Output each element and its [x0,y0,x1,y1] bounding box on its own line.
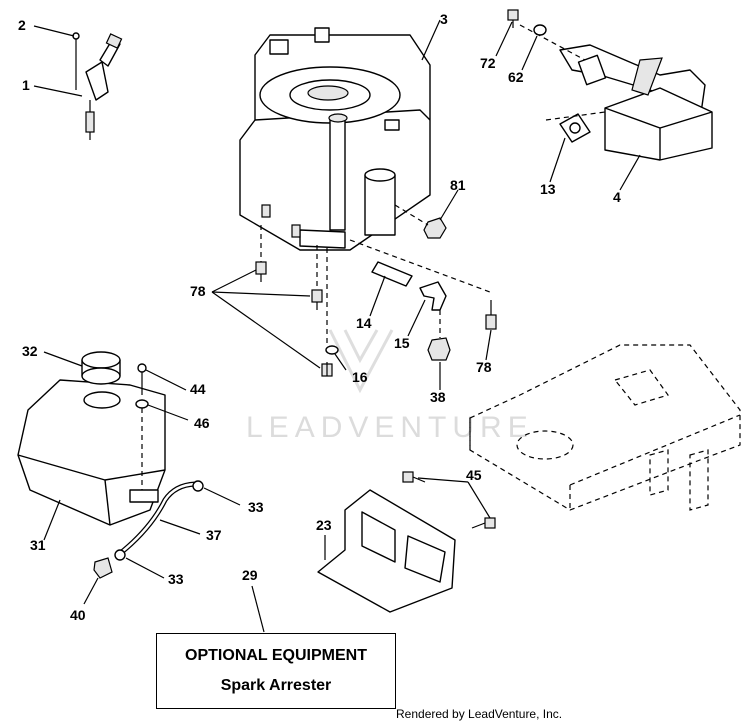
callout-33-lower: 33 [168,571,184,587]
tank-screw-icon [137,363,147,395]
bolt-icon [507,9,519,28]
optional-equipment-title: OPTIONAL EQUIPMENT [185,647,367,664]
callout-37: 37 [206,527,222,543]
muffler-icon [559,44,713,161]
callout-38: 38 [430,389,446,405]
engine-icon [239,27,431,251]
engine-bolts-icon [255,261,497,377]
optional-equipment-box: OPTIONAL EQUIPMENT Spark Arrester [156,633,396,709]
drain-nut-icon [427,337,451,361]
callout-14: 14 [356,315,372,331]
assembly-lines [260,24,606,345]
fuel-cap-icon [81,351,121,385]
callout-78-right: 78 [476,359,492,375]
callout-40: 40 [70,607,86,623]
spacer-washer-icon [325,345,339,355]
heat-shield-icon [317,489,456,613]
callout-2: 2 [18,17,26,33]
optional-equipment-item: Spark Arrester [220,677,332,694]
callout-29: 29 [242,567,258,583]
callout-62: 62 [508,69,524,85]
callout-labels: 2 1 3 4 13 81 72 62 78 14 15 16 38 78 32… [18,11,621,623]
callout-16: 16 [352,369,368,385]
callout-45: 45 [466,467,482,483]
elbow-icon [419,281,447,311]
watermark-logo-icon [328,329,394,394]
callout-31: 31 [30,537,46,553]
render-credit: Rendered by LeadVenture, Inc. [396,707,563,721]
callout-33-upper: 33 [248,499,264,515]
callout-23: 23 [316,517,332,533]
hose-clamp-icon [114,480,204,561]
callout-15: 15 [394,335,410,351]
callout-46: 46 [194,415,210,431]
shutoff-valve-icon [93,557,113,579]
callout-4: 4 [613,189,621,205]
leader-lines [33,19,641,633]
callout-13: 13 [540,181,556,197]
callout-78-left: 78 [190,283,206,299]
washer-icon [533,24,547,36]
watermark-text: LEADVENTURE [246,411,534,444]
fitting-icon [371,261,413,287]
callout-72: 72 [480,55,496,71]
callout-81: 81 [450,177,466,193]
fuel-line-icon [116,481,196,557]
tank-washer-icon [135,399,149,409]
callout-32: 32 [22,343,38,359]
throttle-control-icon [72,32,123,140]
nut-icon [423,217,447,239]
gasket-icon [559,113,591,143]
watermark: LEADVENTURE [246,329,534,444]
callout-1: 1 [22,77,30,93]
frame-icon [469,344,741,511]
callout-44: 44 [190,381,206,397]
callout-3: 3 [440,11,448,27]
fuel-tank-icon [17,379,166,526]
